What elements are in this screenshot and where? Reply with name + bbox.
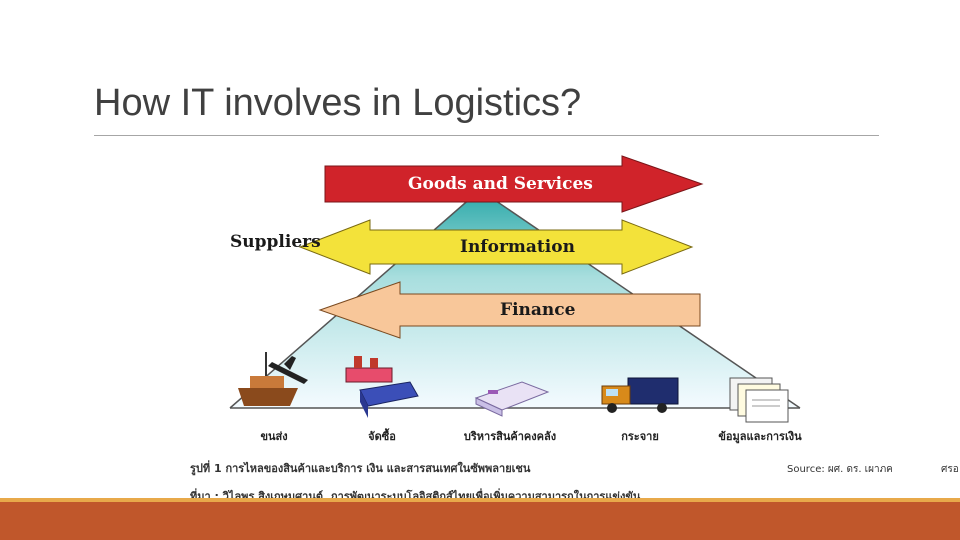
title-rule xyxy=(94,135,879,136)
truck-icon xyxy=(601,377,679,413)
information-arrow xyxy=(298,219,694,275)
ship-icon xyxy=(238,352,298,406)
icon-label-distribution: กระจาย xyxy=(621,430,659,443)
source-text: Source: ผศ. ดร. เผาภค xyxy=(787,464,893,475)
information-arrow-label: Information xyxy=(460,237,575,257)
documents-icon xyxy=(729,377,789,423)
finance-arrow xyxy=(318,281,701,339)
source-text-extra: ศรอ xyxy=(941,464,959,475)
supply-chain-figure: Suppliers Goods and Services Information… xyxy=(180,150,820,512)
airplane-icon xyxy=(268,356,308,384)
suppliers-label: Suppliers xyxy=(230,232,321,252)
icon-label-purchasing: จัดซื้อ xyxy=(368,430,396,443)
goods-arrow-label: Goods and Services xyxy=(408,174,593,194)
icon-label-finance-info: ข้อมูลและการเงิน xyxy=(718,430,802,443)
footer-accent-line xyxy=(0,498,960,502)
slide-title: How IT involves in Logistics? xyxy=(94,82,582,124)
footer-accent-bar xyxy=(0,502,960,540)
figure-caption-line1: รูปที่ 1 การไหลของสินค้าและบริการ เงิน แ… xyxy=(190,462,531,475)
figure-graphics xyxy=(229,155,801,423)
finance-arrow-label: Finance xyxy=(500,300,576,320)
icon-label-warehouse: บริหารสินค้าคงคลัง xyxy=(463,430,557,443)
goods-arrow xyxy=(324,155,704,213)
icon-label-transport: ขนส่ง xyxy=(260,430,288,443)
warehouse-icon xyxy=(474,381,550,417)
purchasing-icon xyxy=(345,356,419,418)
